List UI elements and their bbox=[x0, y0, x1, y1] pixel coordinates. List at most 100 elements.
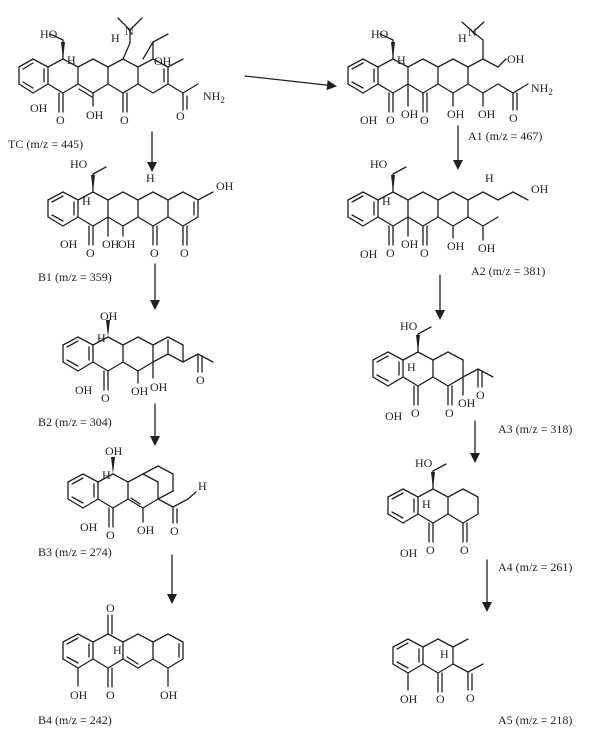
tc-h-2: H bbox=[111, 31, 120, 45]
b3-h-ald: H bbox=[198, 479, 207, 493]
caption-a5: A5 (m/z = 218) bbox=[498, 713, 572, 727]
b2-oh-1: OH bbox=[75, 383, 93, 397]
a4-o-2: O bbox=[460, 543, 469, 557]
b1-oh-4: OH bbox=[216, 179, 234, 193]
a3-h-1: H bbox=[407, 360, 416, 374]
compound-a3: HO H OH O O OH O A3 (m/z = 318) bbox=[372, 319, 572, 436]
a1-oh-1: OH bbox=[360, 113, 378, 127]
a2-ho: HO bbox=[370, 157, 388, 171]
b1-oh-1: OH bbox=[60, 237, 78, 251]
a1-h-1: H bbox=[397, 53, 406, 67]
b4-h-1: H bbox=[113, 643, 122, 657]
tc-n: N bbox=[125, 24, 134, 38]
b1-o-3: O bbox=[180, 246, 189, 260]
tc-oh-1: OH bbox=[30, 101, 48, 115]
a2-oh-4: OH bbox=[478, 241, 496, 255]
b1-h-2: H bbox=[146, 171, 155, 185]
compound-a5: H OH O O A5 (m/z = 218) bbox=[392, 638, 572, 727]
a5-oh-1: OH bbox=[400, 692, 418, 706]
tc-nh2: NH2 bbox=[203, 89, 225, 105]
a1-o-1: O bbox=[386, 113, 395, 127]
a1-oh-3: OH bbox=[447, 107, 465, 121]
a1-oh-2: OH bbox=[401, 107, 419, 121]
a2-o-1: O bbox=[386, 246, 395, 260]
caption-tc: TC (m/z = 445) bbox=[8, 137, 83, 151]
b2-h-1: H bbox=[97, 331, 106, 345]
b4-o-2: O bbox=[106, 688, 115, 702]
a2-oh-3: OH bbox=[447, 239, 465, 253]
compound-a1: OH O OH O OH OH HO H H N OH O NH2 A1 (m/… bbox=[347, 21, 553, 143]
compound-b3: OH H OH O OH O H B3 (m/z = 274) bbox=[38, 444, 207, 559]
b1-oh-3: OH bbox=[118, 237, 136, 251]
a3-oh-1: OH bbox=[385, 409, 403, 423]
caption-b1: B1 (m/z = 359) bbox=[38, 270, 112, 284]
a3-oh-2: OH bbox=[458, 396, 476, 410]
b4-oh-2: OH bbox=[160, 688, 178, 702]
a2-oh-5: OH bbox=[531, 182, 549, 196]
a1-oh-5: OH bbox=[507, 52, 525, 66]
caption-a2: A2 (m/z = 381) bbox=[471, 264, 545, 278]
a2-oh-1: OH bbox=[360, 247, 378, 261]
a5-h-1: H bbox=[440, 647, 449, 661]
a1-nh2: NH2 bbox=[531, 81, 553, 97]
tc-oh-3: OH bbox=[154, 54, 172, 68]
tc-o-3: O bbox=[176, 109, 185, 123]
a2-oh-2: OH bbox=[401, 237, 419, 251]
caption-b3: B3 (m/z = 274) bbox=[38, 545, 112, 559]
b2-o-2: O bbox=[196, 373, 205, 387]
b3-oh-2: OH bbox=[137, 523, 155, 537]
caption-b4: B4 (m/z = 242) bbox=[38, 713, 112, 727]
a4-o-1: O bbox=[426, 543, 435, 557]
a2-h-2: H bbox=[485, 171, 494, 185]
a5-o-2: O bbox=[466, 691, 475, 705]
tc-oh-2: OH bbox=[86, 108, 104, 122]
a1-oh-4: OH bbox=[478, 107, 496, 121]
b1-o-1: O bbox=[86, 246, 95, 260]
compound-b2: OH H OH O OH OH O B2 (m/z = 304) bbox=[38, 309, 214, 429]
b1-o-2: O bbox=[150, 246, 159, 260]
b1-oh-2: OH bbox=[102, 237, 120, 251]
b2-oh-top: OH bbox=[100, 309, 118, 323]
tc-h-1: H bbox=[67, 53, 76, 67]
a4-ho: HO bbox=[415, 456, 433, 470]
arrow-tc-to-a1 bbox=[244, 75, 337, 91]
a1-h-2: H bbox=[458, 31, 467, 45]
reaction-arrows bbox=[147, 75, 492, 612]
tc-o-1: O bbox=[56, 113, 65, 127]
a4-h-1: H bbox=[422, 497, 431, 511]
a3-ho: HO bbox=[400, 319, 418, 333]
caption-a3: A3 (m/z = 318) bbox=[498, 422, 572, 436]
a3-o-2: O bbox=[445, 406, 454, 420]
b4-oh-1: OH bbox=[70, 688, 88, 702]
a1-ho: HO bbox=[371, 27, 389, 41]
b1-ho: HO bbox=[70, 157, 88, 171]
compound-b4: O H OH O OH B4 (m/z = 242) bbox=[38, 601, 184, 727]
tc-o-2: O bbox=[120, 113, 129, 127]
b3-o-1: O bbox=[106, 528, 115, 542]
caption-a4: A4 (m/z = 261) bbox=[498, 560, 572, 574]
caption-b2: B2 (m/z = 304) bbox=[38, 415, 112, 429]
compound-b1: OH O OH OH O O HO H H OH B1 (m/z = 359) bbox=[38, 157, 234, 284]
b3-oh-1: OH bbox=[80, 520, 98, 534]
a5-o-1: O bbox=[436, 692, 445, 706]
tc-ho: HO bbox=[40, 27, 58, 41]
b2-o-1: O bbox=[101, 391, 110, 405]
b2-oh-2: OH bbox=[131, 384, 149, 398]
a4-oh-1: OH bbox=[400, 546, 418, 560]
caption-a1: A1 (m/z = 467) bbox=[468, 129, 542, 143]
a1-o-2: O bbox=[420, 113, 429, 127]
compound-a2: OH O OH O OH OH HO H H OH A2 (m/z = 381) bbox=[347, 157, 549, 278]
b2-oh-3: OH bbox=[150, 380, 168, 394]
b3-o-2: O bbox=[170, 524, 179, 538]
b4-o-1: O bbox=[106, 601, 115, 615]
a2-h-1: H bbox=[382, 194, 391, 208]
compound-a4: HO H OH O O A4 (m/z = 261) bbox=[387, 456, 572, 574]
a1-o-3: O bbox=[509, 111, 518, 125]
b3-h-1: H bbox=[102, 468, 111, 482]
a3-o-1: O bbox=[411, 406, 420, 420]
a2-o-2: O bbox=[420, 246, 429, 260]
b1-h-1: H bbox=[82, 194, 91, 208]
a3-o-3: O bbox=[476, 388, 485, 402]
b3-oh-top: OH bbox=[105, 444, 123, 458]
